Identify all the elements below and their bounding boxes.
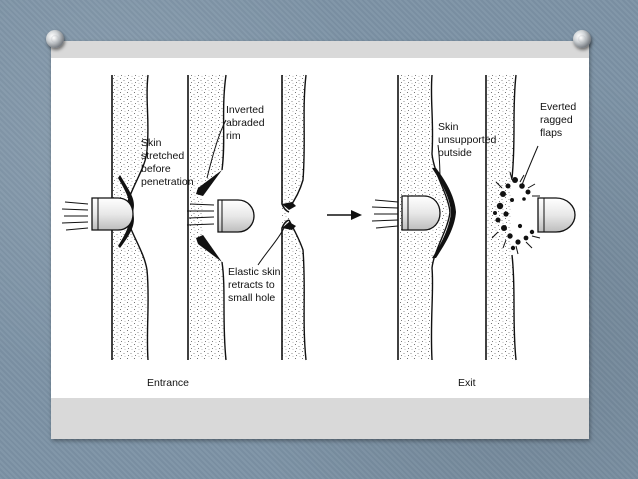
panel-skin-stretched — [61, 74, 149, 361]
label-elastic-skin: Elastic skin retracts to small hole — [228, 266, 283, 304]
right-arrow-icon — [327, 210, 362, 220]
panel-everted-flaps — [485, 74, 576, 361]
pushpin-icon — [46, 30, 64, 48]
label-inverted-rim: Inverted abraded rim — [226, 104, 267, 142]
label-entrance: Entrance — [147, 377, 189, 389]
panel-inverted-rim — [186, 74, 255, 361]
panel-elastic-retract — [257, 74, 307, 361]
label-exit: Exit — [458, 377, 476, 389]
label-everted-flaps: Everted ragged flaps — [540, 101, 579, 139]
ragged-flaps — [493, 177, 535, 251]
panel-skin-unsupported — [371, 74, 456, 361]
label-skin-unsupported: Skin unsupported outside — [438, 121, 499, 159]
pushpin-icon — [573, 30, 591, 48]
label-skin-stretched: Skin stretched before penetration — [141, 137, 194, 188]
